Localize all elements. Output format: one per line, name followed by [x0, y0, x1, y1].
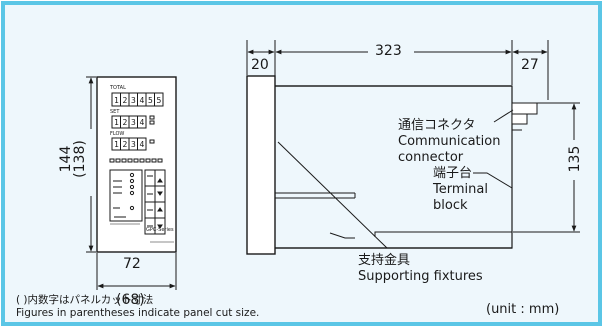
- flow-label: FLOW: [110, 131, 124, 137]
- communication-connector: [511, 102, 538, 115]
- side-bezel: [246, 75, 276, 255]
- note-en: Figures in parentheses indicate panel cu…: [16, 307, 260, 319]
- connector-leader: [493, 109, 514, 123]
- front-height-dimension: [86, 76, 96, 253]
- rear-dim-label: 27: [521, 57, 539, 73]
- total-digit-4: 4: [140, 96, 145, 105]
- front-width-cut-label: (68): [116, 292, 145, 308]
- flow-digit-3: 3: [131, 140, 136, 149]
- total-label: TOTAL: [109, 85, 126, 91]
- fixture-en: Supporting fixtures: [358, 269, 483, 284]
- flow-digit-1: 1: [114, 140, 119, 149]
- connector-callout: 通信コネクタ Communication connector: [398, 118, 500, 166]
- connector-en-1: Communication: [398, 134, 501, 149]
- set-label: SET: [110, 109, 120, 115]
- total-digit-5: 5: [148, 96, 153, 105]
- terminal-jp: 端子台: [433, 166, 473, 181]
- unit-label: (unit : mm): [486, 302, 560, 317]
- front-view: [96, 76, 177, 253]
- set-digit-1: 1: [114, 118, 119, 127]
- set-digit-2: 2: [123, 118, 128, 127]
- terminal-en-1: Terminal: [433, 182, 488, 197]
- terminal-callout: 端子台 Terminal block: [433, 166, 488, 214]
- total-digit-1: 1: [114, 96, 119, 105]
- front-width-label: 72: [123, 256, 141, 272]
- flow-digit-4: 4: [140, 140, 145, 149]
- body-height-value: 135: [567, 145, 583, 173]
- bezel-dim-label: 20: [251, 57, 269, 73]
- side-height-dimension: [513, 102, 580, 233]
- series-label: GPC-Series: [146, 227, 174, 233]
- total-digit-6: 5: [157, 96, 162, 105]
- flow-digit-2: 2: [123, 140, 128, 149]
- front-width-dimension: [96, 253, 177, 290]
- total-digit-3: 3: [131, 96, 136, 105]
- terminal-leader: [473, 172, 513, 189]
- connector-jp: 通信コネクタ: [398, 118, 476, 133]
- fixture-callout: 支持金具 Supporting fixtures: [358, 253, 483, 285]
- set-digit-3: 3: [131, 118, 136, 127]
- front-panel-lettering: TOTAL SET FLOW GPC-Series 1 2 3 4 5 5 1 …: [109, 85, 174, 233]
- fixture-jp: 支持金具: [358, 253, 411, 268]
- terminal-en-2: block: [433, 198, 468, 213]
- front-height-cut-value: (138): [72, 140, 88, 178]
- depth-dim-label: 323: [375, 43, 402, 59]
- set-digit-4: 4: [140, 118, 145, 127]
- side-top-dimensions: [246, 40, 549, 100]
- fixture-leader: [329, 232, 355, 239]
- front-height-cut-label: (138): [70, 127, 90, 195]
- note-jp: ( )内数字はパネルカット寸法: [16, 294, 154, 306]
- side-view: [246, 75, 538, 255]
- status-box: [109, 169, 143, 222]
- total-digit-2: 2: [123, 96, 128, 105]
- connector-en-2: connector: [398, 150, 464, 165]
- body-height-label: 135: [566, 142, 584, 178]
